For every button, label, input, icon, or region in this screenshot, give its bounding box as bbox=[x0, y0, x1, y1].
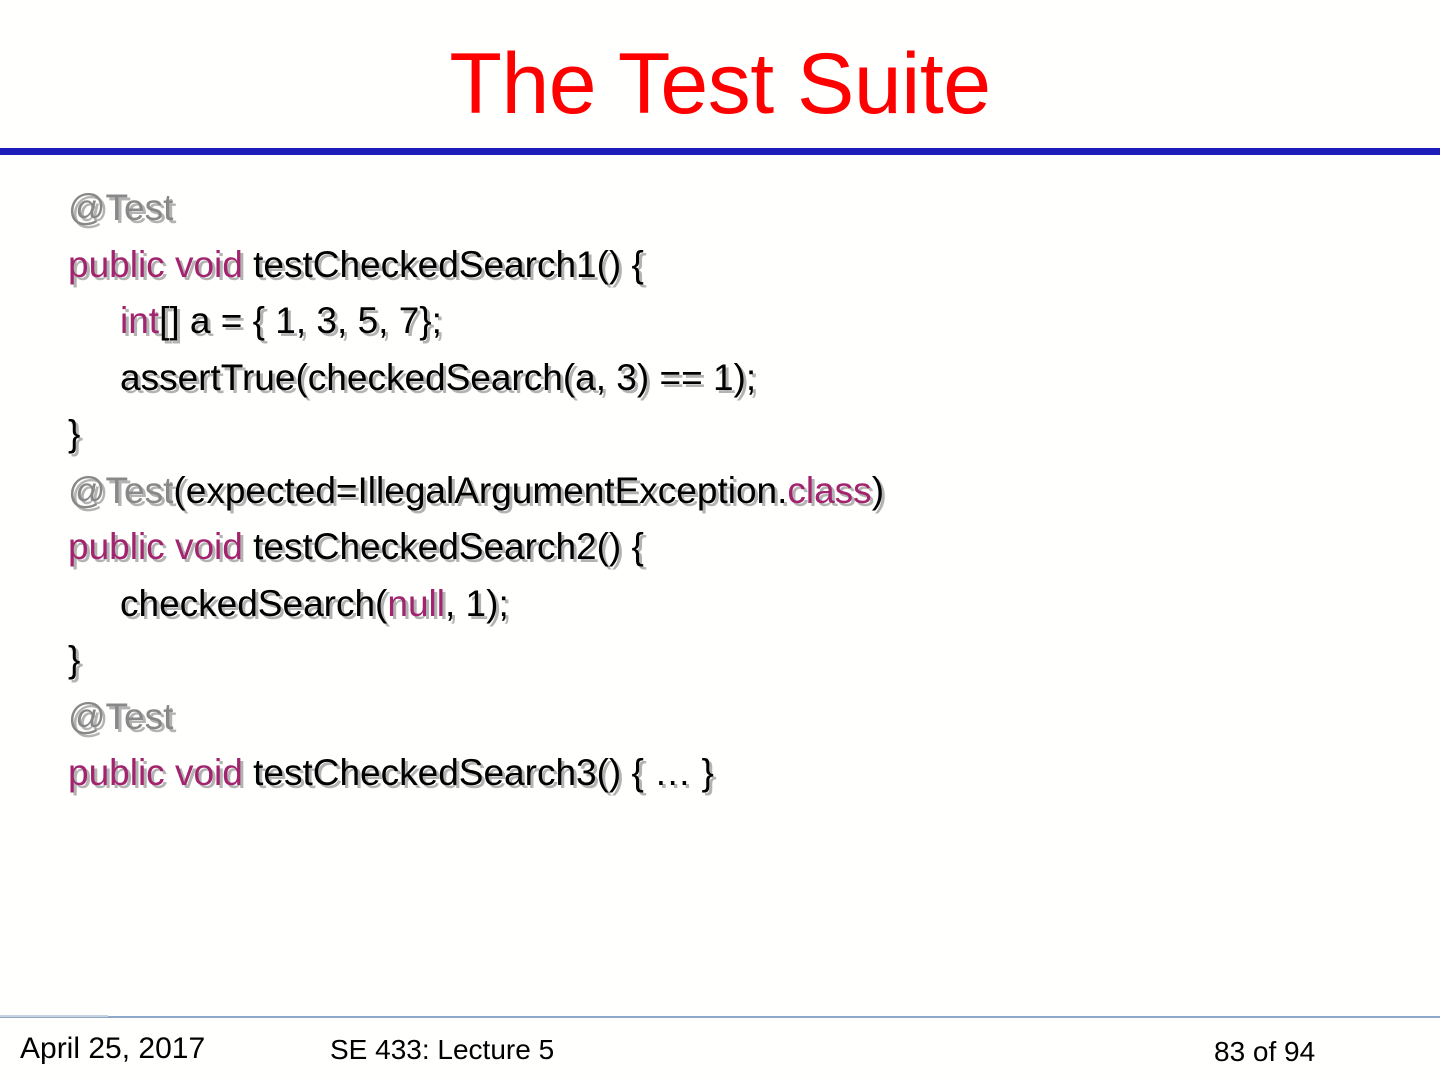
code-keyword: class bbox=[787, 469, 872, 511]
code-text: assertTrue(checkedSearch(a, 3) == 1); bbox=[120, 356, 757, 398]
code-keyword: public void bbox=[68, 752, 243, 793]
code-annotation: @Test bbox=[68, 695, 174, 737]
code-text: checkedSearch( bbox=[120, 582, 388, 624]
code-text: testCheckedSearch2() { bbox=[242, 526, 644, 567]
code-text: , 1); bbox=[444, 582, 509, 624]
code-text: testCheckedSearch1() { bbox=[242, 243, 644, 285]
code-text: } bbox=[68, 639, 81, 680]
code-line: } bbox=[68, 406, 1398, 463]
code-keyword: public void bbox=[68, 243, 243, 285]
title-divider bbox=[0, 148, 1440, 155]
footer-divider bbox=[0, 1016, 1440, 1018]
footer-date: April 25, 2017 bbox=[20, 1032, 206, 1065]
code-keyword: int bbox=[120, 300, 160, 341]
code-text: testCheckedSearch3() { … } bbox=[242, 752, 714, 793]
code-text: ) bbox=[871, 469, 885, 511]
code-line: public void testCheckedSearch1() { bbox=[68, 237, 1398, 294]
code-keyword: null bbox=[387, 582, 445, 624]
code-text: [] a = { 1, 3, 5, 7}; bbox=[159, 300, 442, 341]
footer-divider-accent bbox=[0, 1015, 108, 1017]
page-title: The Test Suite bbox=[449, 36, 991, 133]
code-line: @Test bbox=[68, 180, 1398, 237]
code-line: @Test bbox=[68, 689, 1398, 746]
footer-course-label: SE 433: Lecture 5 bbox=[330, 1034, 555, 1065]
code-line: checkedSearch(null, 1); bbox=[68, 576, 1398, 633]
footer: April 25, 2017 SE 433: Lecture 5 83 of 9… bbox=[0, 1028, 1440, 1080]
code-line: public void testCheckedSearch2() { bbox=[68, 519, 1398, 576]
code-line: int[] a = { 1, 3, 5, 7}; bbox=[68, 293, 1398, 350]
title-area: The Test Suite bbox=[0, 26, 1440, 144]
code-annotation: @Test bbox=[68, 469, 174, 511]
code-line: } bbox=[68, 632, 1398, 689]
code-text: } bbox=[68, 413, 81, 454]
code-keyword: public void bbox=[68, 526, 243, 567]
code-line: assertTrue(checkedSearch(a, 3) == 1); bbox=[68, 350, 1398, 407]
code-line: @Test(expected=IllegalArgumentException.… bbox=[68, 463, 1398, 520]
footer-page-number: 83 of 94 bbox=[1214, 1036, 1316, 1067]
code-text: (expected=IllegalArgumentException. bbox=[173, 469, 788, 511]
code-annotation: @Test bbox=[68, 187, 174, 228]
code-line: public void testCheckedSearch3() { … } bbox=[68, 745, 1398, 802]
